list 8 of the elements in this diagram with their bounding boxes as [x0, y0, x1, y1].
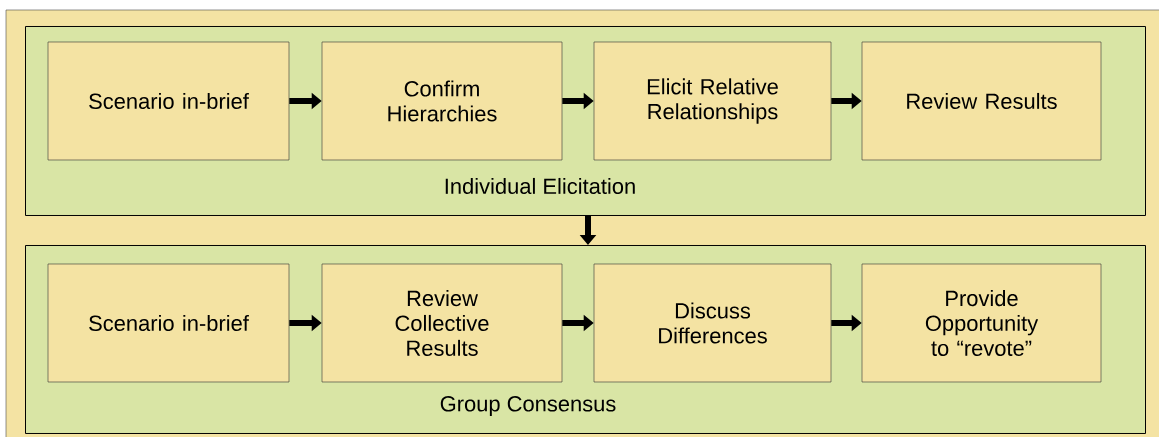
- process-box: Confirm Hierarchies: [321, 41, 563, 161]
- process-box: Elicit Relative Relationships: [593, 41, 832, 161]
- process-box: Scenario in-brief: [47, 263, 290, 383]
- process-box: Review Results: [861, 41, 1102, 161]
- process-box: Discuss Differences: [593, 263, 832, 383]
- process-box: Review Collective Results: [321, 263, 563, 383]
- process-box: Scenario in-brief: [47, 41, 290, 161]
- process-box: Provide Opportunity to “revote”: [861, 263, 1102, 383]
